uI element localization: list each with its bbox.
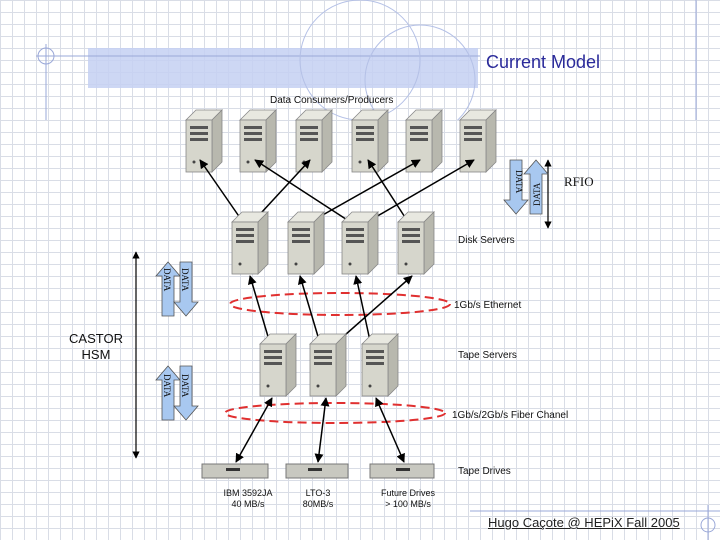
tape-drive-1	[201, 463, 269, 479]
drive-1-name: IBM 3592JA	[223, 488, 272, 498]
fiber-label: 1Gb/s/2Gb/s Fiber Chanel	[452, 410, 568, 421]
castor-data-arrow-down-2: DATA	[173, 365, 199, 421]
tape-drive-3	[369, 463, 435, 479]
svg-text:DATA: DATA	[514, 170, 524, 194]
svg-text:DATA: DATA	[180, 268, 190, 292]
hsm-label: HSM	[81, 347, 111, 362]
rfio-data-arrow-down: DATA	[503, 159, 529, 215]
ethernet-label: 1Gb/s Ethernet	[454, 300, 521, 311]
footer-decoration	[470, 505, 720, 540]
svg-text:DATA: DATA	[162, 268, 172, 292]
castor-hsm-label: CASTOR HSM	[62, 331, 130, 363]
consumer-server-6	[459, 109, 497, 173]
drive-3-name: Future Drives	[381, 488, 436, 498]
tape-server-3	[361, 333, 399, 397]
tape-server-2	[309, 333, 347, 397]
disk-server-1	[231, 211, 269, 275]
disk-server-2	[287, 211, 325, 275]
header-decoration	[36, 0, 697, 120]
tape-server-1	[259, 333, 297, 397]
tape-drive-2	[285, 463, 349, 479]
rfio-label: RFIO	[564, 174, 594, 189]
consumer-server-1	[185, 109, 223, 173]
consumer-server-3	[295, 109, 333, 173]
castor-data-arrow-up-2: DATA	[155, 365, 181, 421]
fiber-ring	[224, 402, 446, 424]
consumer-server-5	[405, 109, 443, 173]
consumers-label: Data Consumers/Producers	[270, 95, 393, 106]
drive-2-name: LTO-3	[306, 488, 331, 498]
rfio-data-arrow-up: DATA	[523, 159, 549, 215]
svg-text:DATA: DATA	[180, 374, 190, 398]
tape-drive-links	[235, 397, 405, 463]
drive-3-speed: > 100 MB/s	[385, 499, 431, 509]
svg-text:DATA: DATA	[532, 182, 542, 206]
disk-servers-label: Disk Servers	[458, 235, 515, 246]
footer-credit: Hugo Caçote @ HEPiX Fall 2005	[488, 515, 680, 530]
drive-1-speed: 40 MB/s	[231, 499, 265, 509]
ethernet-ring	[229, 292, 451, 316]
castor-label: CASTOR	[69, 331, 123, 346]
castor-data-arrow-up-1: DATA	[155, 261, 181, 317]
drive-2-speed: 80MB/s	[303, 499, 334, 509]
svg-text:DATA: DATA	[162, 374, 172, 398]
disk-server-4	[397, 211, 435, 275]
castor-data-arrow-down-1: DATA	[173, 261, 199, 317]
tape-drives-label: Tape Drives	[458, 466, 511, 477]
disk-server-3	[341, 211, 379, 275]
slide-title: Current Model	[486, 52, 601, 72]
tape-servers-label: Tape Servers	[458, 350, 517, 361]
